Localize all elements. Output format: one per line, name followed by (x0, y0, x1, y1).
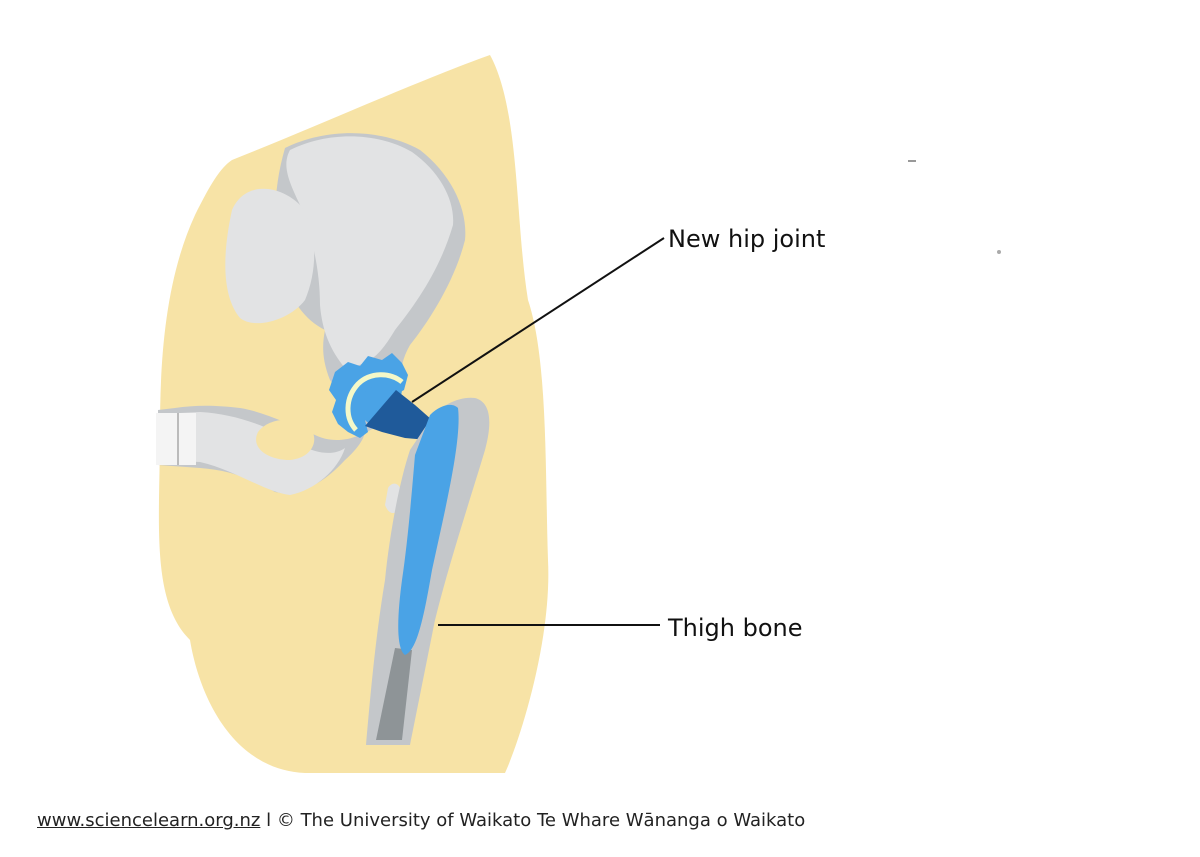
credit-line: www.sciencelearn.org.nz l © The Universi… (37, 810, 805, 832)
label-new-hip-joint: New hip joint (668, 225, 826, 253)
stray-dot (997, 250, 1001, 254)
hip-joint-leader-line (411, 237, 665, 403)
label-thigh-bone: Thigh bone (668, 614, 803, 642)
ilium-wing (286, 136, 454, 368)
ilium-front-lobe (225, 188, 315, 324)
femur-marrow-canal (376, 648, 412, 740)
pubic-cartilage (156, 413, 196, 465)
cup-liner (345, 372, 404, 432)
femoral-stem (398, 404, 459, 655)
femoral-neck (365, 390, 432, 440)
credit-separator: l (260, 810, 277, 831)
pubic-bone (160, 412, 345, 495)
obturator-hole (256, 419, 315, 460)
credit-link[interactable]: www.sciencelearn.org.nz (37, 810, 261, 831)
credit-text: © The University of Waikato Te Whare Wān… (276, 810, 806, 831)
